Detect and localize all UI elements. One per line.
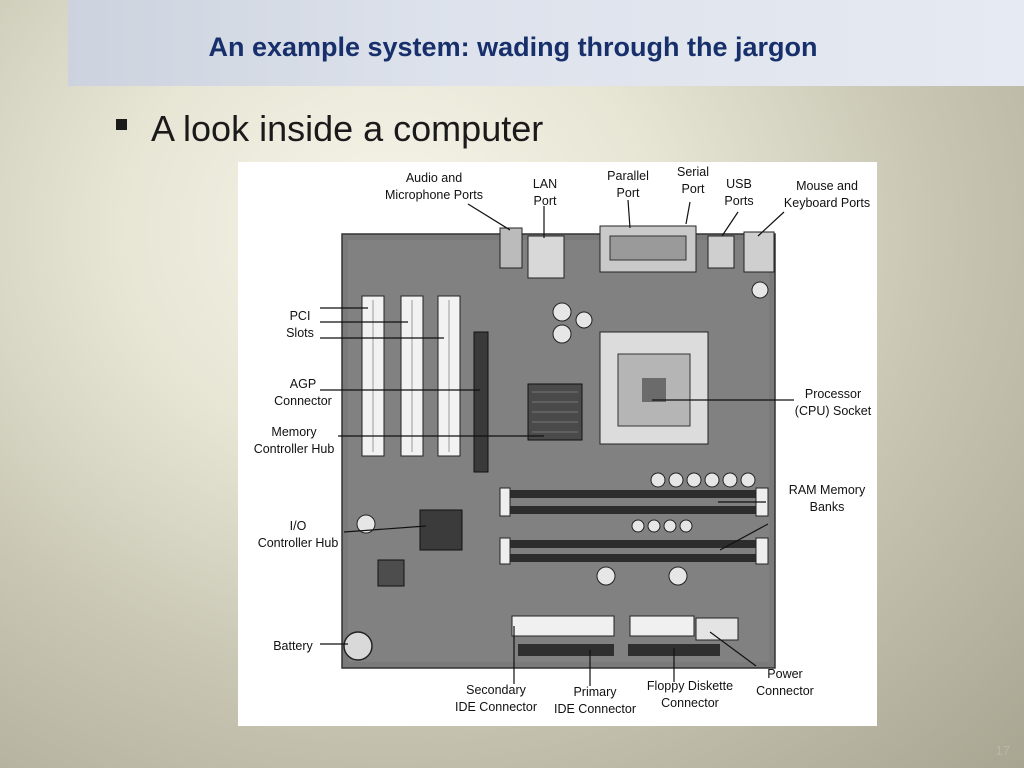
agp-connector — [473, 331, 489, 473]
label-serial-port: Serial Port — [677, 165, 709, 196]
label-primary-ide: Primary IDE Connector — [554, 685, 636, 716]
label-parallel-port: Parallel Port — [607, 169, 649, 200]
audio-ports — [499, 227, 523, 269]
io-controller-hub — [419, 509, 463, 551]
page-number: 17 — [995, 743, 1010, 758]
secondary-ide-connector — [511, 615, 615, 637]
motherboard-diagram — [320, 199, 794, 686]
power-connector — [695, 617, 739, 641]
battery — [343, 631, 373, 661]
label-battery: Battery — [273, 639, 313, 653]
bullet-text: A look inside a computer — [151, 108, 544, 149]
lan-port — [527, 235, 565, 279]
label-mouse-keyboard-ports: Mouse and Keyboard Ports — [783, 179, 871, 210]
label-pci-slots: PCI Slots — [286, 309, 314, 340]
pci-slots — [361, 295, 461, 457]
capacitors — [356, 281, 769, 586]
usb-ports — [707, 235, 735, 269]
leader-lines — [320, 199, 794, 686]
label-audio-ports: Audio and Microphone Ports — [385, 171, 483, 202]
floppy-connector — [629, 615, 695, 637]
label-usb-ports: USB Ports — [724, 177, 754, 208]
label-floppy-connector: Floppy Diskette Connector — [646, 679, 734, 710]
label-io-controller-hub: I/O Controller Hub — [257, 519, 339, 550]
square-bullet-icon — [116, 119, 127, 130]
label-agp-connector: AGP Connector — [274, 377, 332, 408]
ram-banks — [499, 487, 769, 565]
mouse-keyboard-ports — [743, 231, 775, 273]
label-memory-controller-hub: Memory Controller Hub — [253, 425, 335, 456]
label-ram-banks: RAM Memory Banks — [788, 483, 866, 514]
label-power-connector: Power Connector — [756, 667, 814, 698]
label-cpu-socket: Processor (CPU) Socket — [794, 387, 872, 418]
motherboard-figure: Audio and Microphone Ports LAN Port Para… — [238, 162, 877, 726]
title-bar: An example system: wading through the ja… — [68, 0, 1024, 86]
label-secondary-ide: Secondary IDE Connector — [455, 683, 537, 714]
label-lan-port: LAN Port — [532, 177, 558, 208]
slide-title: An example system: wading through the ja… — [208, 32, 818, 62]
